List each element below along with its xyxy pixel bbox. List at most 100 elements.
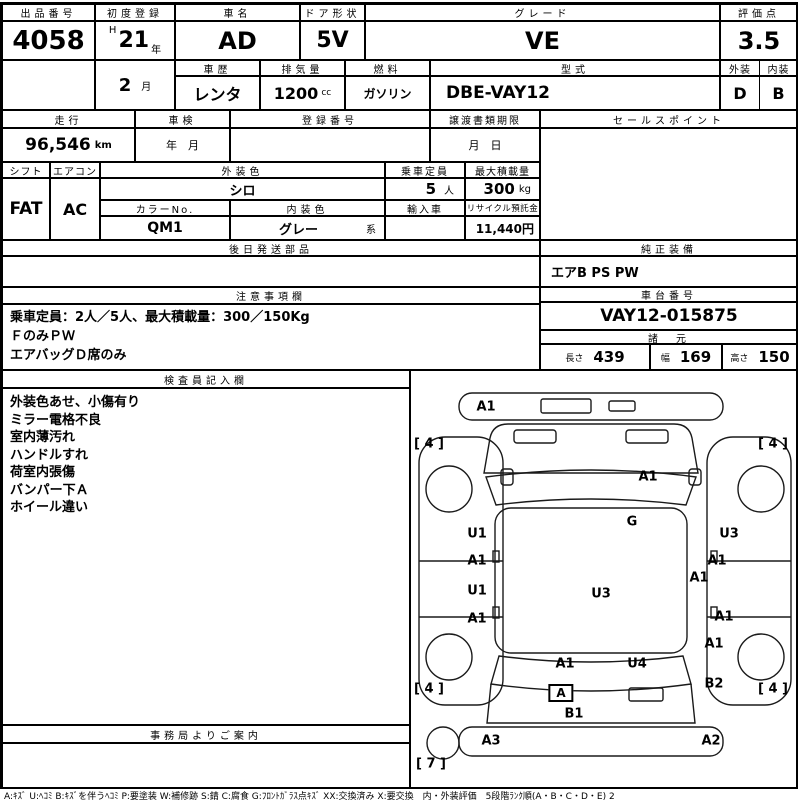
damage-label: A1 xyxy=(714,609,734,625)
damage-label: U1 xyxy=(467,583,487,599)
exterior-color-label: 外装色 xyxy=(100,162,385,178)
damage-label: [ 4 ] xyxy=(414,681,444,697)
model-code-label: 型式 xyxy=(430,60,720,76)
caution-label: 注意事項欄 xyxy=(2,287,540,304)
dimension-width: 幅 169 xyxy=(650,344,722,370)
windshield xyxy=(485,469,697,506)
displacement-unit: cc xyxy=(321,88,332,98)
interior-color-suffix: 系 xyxy=(366,224,376,236)
dimension-length: 長さ 439 xyxy=(540,344,650,370)
wheel-rear-right-icon xyxy=(737,633,785,681)
color-no-label: カラーNo. xyxy=(100,200,230,216)
shift-label: シフト xyxy=(2,162,50,178)
sales-point-value xyxy=(540,128,798,240)
oem-equipment-label: 純正装備 xyxy=(540,240,798,256)
exterior-grade-value: D xyxy=(720,76,760,110)
era-letter: H xyxy=(108,25,117,36)
damage-label: A1 xyxy=(467,611,487,627)
width-value: 169 xyxy=(679,348,712,366)
spare-tire-icon xyxy=(426,726,460,760)
damage-label: [ 4 ] xyxy=(414,436,444,452)
shift-value: FAT xyxy=(2,178,50,240)
legend-text: A:ｷｽﾞ U:ﾍｺﾐ B:ｷｽﾞを伴うﾍｺﾐ P:要塗装 W:補修跡 S:錆 … xyxy=(4,792,615,800)
mileage-unit: km xyxy=(94,139,112,151)
text-line: 外装色あせ、小傷有り xyxy=(10,395,141,410)
displacement-value: 1200 cc xyxy=(260,76,345,110)
text-line: ホイール違い xyxy=(10,500,89,515)
damage-label: U3 xyxy=(591,586,611,602)
office-note-value xyxy=(2,743,410,788)
damage-label: A xyxy=(548,684,574,702)
interior-grade-label: 内装 xyxy=(759,60,798,76)
width-label: 幅 xyxy=(660,353,670,364)
capacity-number: 5 xyxy=(425,180,436,198)
mirror-right-icon xyxy=(688,468,702,486)
damage-label: A1 xyxy=(467,553,487,569)
damage-label: U1 xyxy=(467,526,487,542)
damage-label: [ 4 ] xyxy=(758,681,788,697)
length-label: 長さ xyxy=(565,353,584,364)
exterior-grade-label: 外装 xyxy=(720,60,760,76)
recycle-deposit-label: リサイクル預託金 xyxy=(465,200,540,216)
front-bumper xyxy=(458,392,724,421)
office-note-label: 事務局よりご案内 xyxy=(2,725,410,743)
wheel-front-right-icon xyxy=(737,465,785,513)
max-load-unit: kg xyxy=(518,183,531,195)
damage-label: A1 xyxy=(704,636,724,652)
inspection-value: 年 月 xyxy=(135,128,230,162)
damage-label: [ 7 ] xyxy=(416,756,446,772)
first-reg-month: 2 月 xyxy=(95,60,175,110)
month-unit: 月 xyxy=(141,81,152,93)
recycle-deposit-value: 11,440円 xyxy=(465,216,540,240)
mirror-left-icon xyxy=(500,468,514,486)
damage-label: G xyxy=(626,514,638,530)
later-parts-label: 後日発送部品 xyxy=(2,240,540,256)
displacement-label: 排気量 xyxy=(260,60,345,76)
interior-grade-value: B xyxy=(759,76,798,110)
max-load-number: 300 xyxy=(483,180,515,198)
first-reg-year: H 21 年 xyxy=(95,21,175,60)
door-handle-icon xyxy=(492,606,500,619)
transfer-deadline-label: 譲渡書類期限 xyxy=(430,110,540,128)
aircon-value: AC xyxy=(50,178,100,240)
registration-no-value xyxy=(230,128,430,162)
damage-label: A1 xyxy=(476,399,496,415)
mileage-label: 走行 xyxy=(2,110,135,128)
length-value: 439 xyxy=(593,348,625,366)
height-label: 高さ xyxy=(730,353,749,364)
door-shape-label: ドア形状 xyxy=(300,4,365,21)
inspector-notes-label: 検査員記入欄 xyxy=(2,370,410,388)
first-reg-label: 初度登録 xyxy=(95,4,175,21)
car-name-value: AD xyxy=(175,21,300,60)
text-line: 室内薄汚れ xyxy=(10,430,76,445)
capacity-label: 乗車定員 xyxy=(385,162,465,178)
year-unit: 年 xyxy=(151,45,162,56)
exterior-color-value: シロ xyxy=(100,178,385,200)
first-reg-year-value: 21 xyxy=(118,28,150,53)
hood xyxy=(483,423,699,474)
capacity-value: 5 人 xyxy=(385,178,465,200)
right-side-view xyxy=(706,436,792,706)
height-value: 150 xyxy=(758,348,790,366)
headlight-right-icon xyxy=(625,429,669,444)
damage-label: A3 xyxy=(481,733,501,749)
mileage-value: 96,546 km xyxy=(2,128,135,162)
text-line: ミラー電格不良 xyxy=(10,412,102,428)
auction-no-label: 出品番号 xyxy=(2,4,95,21)
text-line: バンパー下Ａ xyxy=(10,482,89,498)
text-line: ＦのみＰＷ xyxy=(10,329,76,344)
aircon-label: エアコン xyxy=(50,162,100,178)
damage-label: U4 xyxy=(627,656,647,672)
damage-label: A1 xyxy=(555,656,575,672)
mileage-number: 96,546 xyxy=(25,135,91,155)
transfer-deadline-value: 月 日 xyxy=(430,128,540,162)
door-shape-value: 5V xyxy=(300,21,365,60)
car-name-label: 車名 xyxy=(175,4,300,21)
text-line: 荷室内張傷 xyxy=(10,465,76,480)
auction-no-value: 4058 xyxy=(2,21,95,60)
door-handle-icon xyxy=(492,550,500,563)
